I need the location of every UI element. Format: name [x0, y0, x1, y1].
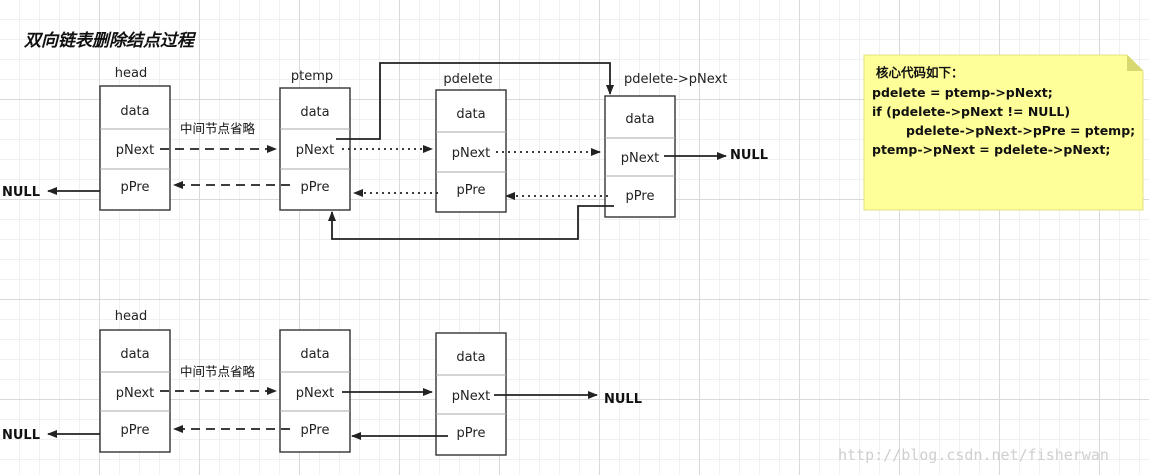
node-label-head: head: [115, 309, 147, 324]
node-next-bottom: data pNext pPre: [435, 332, 507, 456]
note-background: [863, 54, 1144, 211]
node-box: [99, 85, 171, 211]
node-box: [604, 95, 676, 218]
field-data: data: [120, 347, 149, 362]
node-ptemp-top: ptemp data pNext pPre: [279, 69, 351, 211]
field-ppre: pPre: [457, 426, 486, 441]
field-data: data: [300, 105, 329, 120]
bottom-diagram: head data pNext pPre data pNext pPre dat…: [2, 309, 642, 456]
null-label: NULL: [2, 185, 40, 200]
field-ppre: pPre: [457, 183, 486, 198]
null-label: NULL: [730, 148, 768, 163]
note-heading: 核心代码如下：: [876, 65, 964, 80]
note-line: pdelete = ptemp->pNext;: [872, 85, 1053, 100]
node-pdelete-next-top: pdelete->pNext data pNext pPre: [604, 72, 727, 218]
field-pnext: pNext: [116, 386, 155, 401]
field-ppre: pPre: [301, 423, 330, 438]
field-data: data: [120, 104, 149, 119]
node-label-head: head: [115, 66, 147, 81]
node-label-pdelete: pdelete: [443, 72, 492, 87]
field-pnext: pNext: [452, 389, 491, 404]
code-note: 核心代码如下： pdelete = ptemp->pNext; if (pdel…: [863, 54, 1144, 211]
field-ppre: pPre: [626, 189, 655, 204]
node-box: [435, 332, 507, 456]
null-label: NULL: [604, 392, 642, 407]
field-data: data: [456, 350, 485, 365]
diagram-title: 双向链表删除结点过程: [23, 31, 197, 51]
node-box: [435, 89, 507, 213]
middle-omitted-label: 中间节点省略: [180, 121, 256, 136]
field-data: data: [300, 347, 329, 362]
watermark-text: http://blog.csdn.net/fisherwan: [838, 446, 1109, 464]
field-ppre: pPre: [121, 180, 150, 195]
node-label-pdelete-next: pdelete->pNext: [624, 72, 727, 87]
arrow-ptemp-to-next-new: [336, 62, 614, 140]
node-head-bottom: head data pNext pPre: [99, 309, 171, 453]
field-pnext: pNext: [296, 386, 335, 401]
note-line: ptemp->pNext = pdelete->pNext;: [872, 142, 1110, 157]
node-pdelete-top: pdelete data pNext pPre: [435, 72, 507, 213]
arrow-next-to-ptemp-new: [328, 205, 614, 240]
null-label: NULL: [2, 428, 40, 443]
node-box: [279, 87, 351, 211]
field-pnext: pNext: [621, 151, 660, 166]
node-label-ptemp: ptemp: [291, 69, 333, 84]
node-box: [279, 329, 351, 453]
middle-omitted-label: 中间节点省略: [180, 364, 256, 379]
top-diagram: head data pNext pPre ptemp data pNext pP…: [2, 62, 768, 240]
field-ppre: pPre: [301, 180, 330, 195]
field-data: data: [456, 107, 485, 122]
node-head-top: head data pNext pPre: [99, 66, 171, 211]
field-pnext: pNext: [116, 143, 155, 158]
field-pnext: pNext: [296, 143, 335, 158]
node-box: [99, 329, 171, 453]
node-ptemp-bottom: data pNext pPre: [279, 329, 351, 453]
note-line: if (pdelete->pNext != NULL): [872, 104, 1070, 119]
note-fold: [1127, 55, 1143, 71]
note-line: pdelete->pNext->pPre = ptemp;: [906, 123, 1135, 138]
field-pnext: pNext: [452, 146, 491, 161]
field-ppre: pPre: [121, 423, 150, 438]
field-data: data: [625, 112, 654, 127]
